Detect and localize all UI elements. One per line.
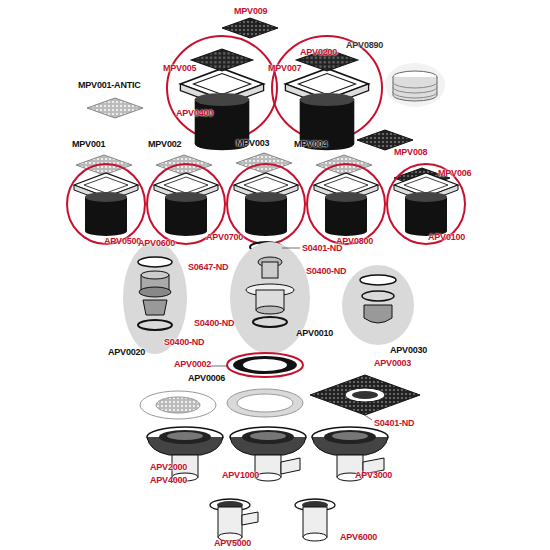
part-code: APV0010 (296, 328, 333, 338)
part-code: APV0500 (104, 236, 141, 246)
part-code: APV0002 (174, 359, 211, 369)
part-code: APV0006 (188, 373, 225, 383)
part-code: APV0003 (374, 358, 411, 368)
part-code: APV0100 (428, 232, 465, 242)
part-code: APV4000 (150, 475, 187, 485)
part-code: MPV006 (438, 168, 471, 178)
part-code: APV0020 (108, 347, 145, 357)
part-code: APV0400 (176, 108, 213, 118)
part-code: S0400-ND (164, 337, 204, 347)
part-code: APV0200 (300, 47, 337, 57)
part-code: S0647-ND (188, 262, 228, 272)
part-code: S0401-ND (302, 243, 342, 253)
part-code: MPV003 (236, 138, 269, 148)
part-code: APV0030 (390, 345, 427, 355)
part-code: MPV004 (294, 139, 327, 149)
part-code: MPV001-ANTIC (78, 80, 141, 90)
part-code: S0400-ND (194, 318, 234, 328)
part-code: MPV009 (234, 6, 267, 16)
part-code: MPV008 (394, 147, 427, 157)
part-code: S0400-ND (306, 266, 346, 276)
part-code: APV0700 (206, 232, 243, 242)
part-code: MPV007 (268, 63, 301, 73)
part-code: APV0600 (138, 238, 175, 248)
part-code: S0401-ND (374, 418, 414, 428)
part-code: MPV002 (148, 139, 181, 149)
part-code: MPV001 (72, 139, 105, 149)
part-code: APV3000 (355, 470, 392, 480)
part-code: MPV005 (163, 63, 196, 73)
part-code: APV2000 (150, 462, 187, 472)
part-code: APV1000 (222, 470, 259, 480)
part-code: APV0890 (346, 40, 383, 50)
part-code: APV5000 (214, 538, 251, 548)
part-code: APV6000 (340, 532, 377, 542)
